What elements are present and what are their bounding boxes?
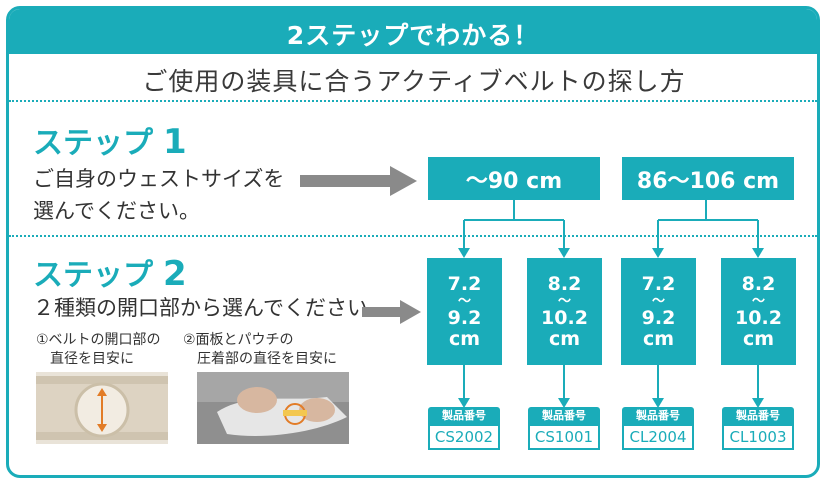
- down-arrow-icon: [458, 248, 470, 258]
- belt-opening-photo: [36, 372, 168, 444]
- down-arrow-icon: [558, 248, 570, 258]
- step1-text: ご自身のウェストサイズを 選んでください。: [33, 163, 284, 227]
- size-max: 9.2: [641, 306, 676, 329]
- step2-title: ステップ 2: [33, 250, 187, 294]
- step2-title-text: ステップ: [33, 258, 153, 293]
- down-arrow-icon: [652, 248, 664, 258]
- size-min: 8.2: [547, 272, 582, 295]
- step1-number: 1: [163, 122, 187, 162]
- size-unit: cm: [642, 327, 675, 350]
- step1-title: ステップ 1: [33, 118, 187, 162]
- size-unit: cm: [448, 327, 481, 350]
- size-max: 10.2: [541, 306, 588, 329]
- down-arrow-icon: [458, 398, 470, 408]
- step2-note1-line1: ①ベルトの開口部の: [36, 332, 161, 348]
- product-code-tag-4: 製品番号 CL1003: [722, 407, 794, 450]
- size-tilde: ～: [557, 293, 571, 309]
- opening-size-box-1: 7.2 ～ 9.2 cm: [427, 258, 502, 365]
- opening-size-box-4: 8.2 ～ 10.2 cm: [721, 258, 796, 365]
- step2-number: 2: [163, 254, 187, 294]
- size-unit: cm: [548, 327, 581, 350]
- down-arrow-icon: [652, 398, 664, 408]
- size-unit: cm: [742, 327, 775, 350]
- pouch-faceplate-photo: [197, 372, 349, 444]
- size-min: 7.2: [641, 272, 676, 295]
- right-arrow-icon: [362, 300, 421, 324]
- product-code-tag-2: 製品番号 CS1001: [528, 407, 600, 450]
- product-code-value: CL2004: [622, 424, 694, 450]
- waist-size-label: ～90 cm: [465, 168, 563, 194]
- down-arrow-icon: [558, 398, 570, 408]
- product-code-label: 製品番号: [528, 407, 600, 424]
- step2-note1-line2: 直径を目安に: [50, 351, 134, 367]
- size-tilde: ～: [457, 293, 471, 309]
- size-min: 8.2: [741, 272, 776, 295]
- product-code-label: 製品番号: [722, 407, 794, 424]
- down-arrow-icon: [752, 398, 764, 408]
- right-arrow-icon: [300, 166, 417, 196]
- header-bar: 2ステップでわかる！: [9, 9, 817, 54]
- size-min: 7.2: [447, 272, 482, 295]
- waist-size-box-1: ～90 cm: [428, 157, 600, 200]
- step1-title-text: ステップ: [33, 126, 153, 161]
- size-tilde: ～: [751, 293, 765, 309]
- product-code-value: CS2002: [428, 424, 500, 450]
- product-code-value: CS1001: [528, 424, 600, 450]
- product-code-tag-1: 製品番号 CS2002: [428, 407, 500, 450]
- waist-size-label: 86～106 cm: [636, 168, 780, 194]
- size-tilde: ～: [651, 293, 665, 309]
- opening-size-box-3: 7.2 ～ 9.2 cm: [621, 258, 696, 365]
- product-code-label: 製品番号: [622, 407, 694, 424]
- opening-size-box-2: 8.2 ～ 10.2 cm: [527, 258, 602, 365]
- size-max: 10.2: [735, 306, 782, 329]
- product-code-label: 製品番号: [428, 407, 500, 424]
- page-subtitle: ご使用の装具に合うアクティブベルトの探し方: [142, 67, 686, 96]
- step2-note2-line1: ②面板とパウチの: [183, 332, 294, 348]
- step1-text-line1: ご自身のウェストサイズを: [33, 167, 285, 191]
- size-max: 9.2: [447, 306, 482, 329]
- step2-note2: ②面板とパウチの 圧着部の直径を目安に: [183, 331, 337, 369]
- product-code-value: CL1003: [722, 424, 794, 450]
- product-code-tag-3: 製品番号 CL2004: [622, 407, 694, 450]
- step2-text: ２種類の開口部から選んでください。: [33, 296, 389, 320]
- step2-note1: ①ベルトの開口部の 直径を目安に: [36, 331, 161, 369]
- waist-size-box-2: 86～106 cm: [622, 157, 794, 200]
- divider-top: [9, 100, 817, 102]
- down-arrow-icon: [752, 248, 764, 258]
- step2-note2-line2: 圧着部の直径を目安に: [197, 351, 337, 367]
- divider-middle: [9, 235, 817, 237]
- header-title: 2ステップでわかる！: [286, 21, 540, 50]
- step1-text-line2: 選んでください。: [33, 199, 200, 223]
